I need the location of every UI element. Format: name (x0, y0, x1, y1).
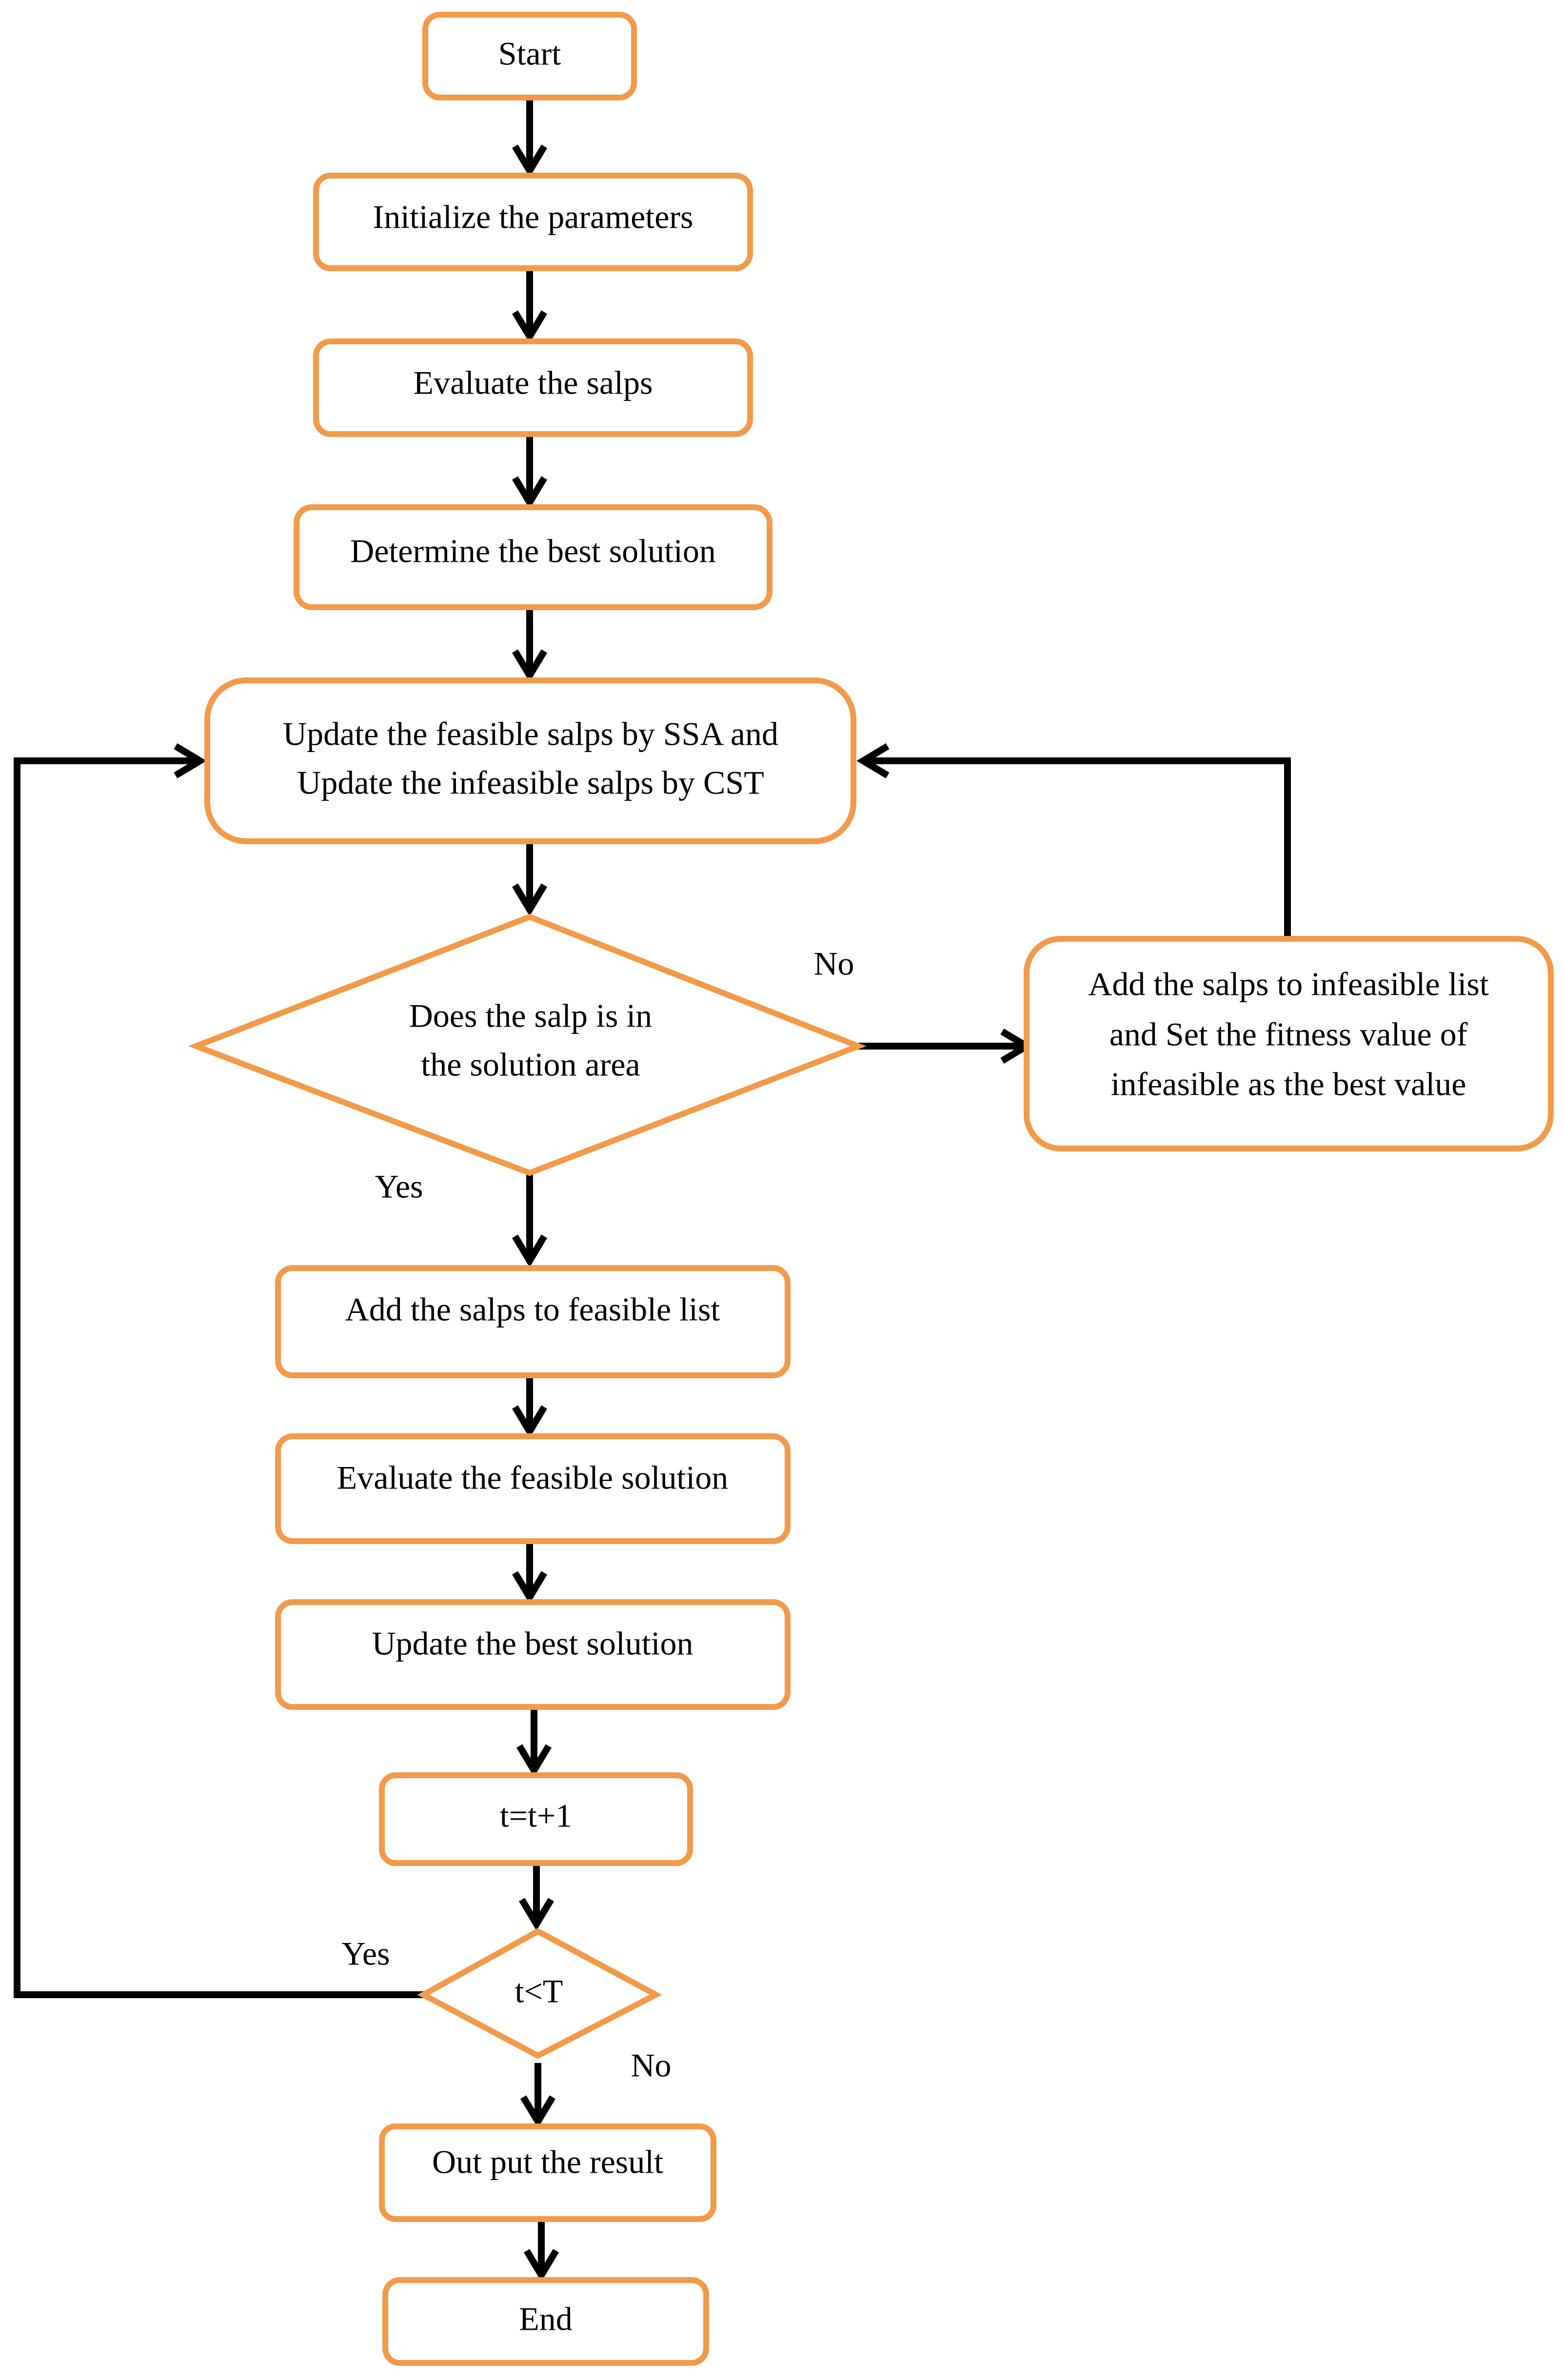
arrowhead-determine (512, 476, 548, 509)
arrowhead-loopcheck (518, 1898, 554, 1931)
arrowhead-end (523, 2249, 559, 2282)
arrowhead-init (512, 144, 548, 178)
update-label-line1: Update the feasible salps by SSA and (283, 715, 778, 753)
connector-loopcheck-update (14, 757, 423, 1998)
arrowhead-update (512, 649, 548, 682)
increment-node: t=t+1 (379, 1772, 693, 1866)
infeasible-label-line2: and Set the fitness value of (1109, 1016, 1468, 1053)
connectors (14, 100, 1291, 2275)
evaluate-salps-label: Evaluate the salps (414, 364, 653, 401)
infeasible-label-line3: infeasible as the best value (1111, 1066, 1466, 1103)
connector-infeasible-update (863, 757, 1291, 939)
arrowhead-output (520, 2095, 556, 2128)
determine-best-label: Determine the best solution (350, 533, 716, 570)
output-label: Out put the result (432, 2143, 663, 2181)
start-label: Start (498, 35, 561, 72)
arrowhead-increment (516, 1744, 552, 1777)
add-feasible-node: Add the salps to feasible list (275, 1265, 791, 1378)
decision-node: Does the salp is in the solution area (188, 913, 867, 1176)
update-best-label: Update the best solution (372, 1625, 693, 1662)
loop-check-label: t<T (515, 1973, 563, 2010)
infeasible-node: Add the salps to infeasible list and Set… (1024, 936, 1554, 1151)
evaluate-feasible-node: Evaluate the feasible solution (275, 1433, 791, 1544)
decision-no-label: No (813, 945, 854, 982)
update-best-node: Update the best solution (275, 1599, 791, 1710)
end-label: End (519, 2301, 573, 2338)
evaluate-feasible-label: Evaluate the feasible solution (337, 1459, 729, 1496)
decision-label-line2: the solution area (421, 1046, 640, 1083)
decision-yes-label: Yes (375, 1168, 423, 1205)
arrowheads (174, 144, 1033, 2282)
loop-no-label: No (631, 2047, 671, 2084)
init-label: Initialize the parameters (373, 198, 693, 236)
arrowhead-decision (512, 883, 548, 916)
arrowhead-updatebest (512, 1571, 548, 1604)
init-node: Initialize the parameters (313, 173, 753, 271)
end-node: End (382, 2277, 709, 2366)
arrowhead-update-right (856, 743, 890, 779)
evaluate-salps-node: Evaluate the salps (313, 338, 753, 437)
update-node: Update the feasible salps by SSA and Upd… (204, 677, 856, 844)
arrowhead-update-left (174, 743, 207, 779)
decision-label-line1: Does the salp is in (409, 997, 653, 1034)
arrowhead-evaluate (512, 310, 548, 343)
loop-check-node: t<T (417, 1928, 662, 2059)
arrowhead-feasible (512, 1234, 548, 1268)
update-label-line2: Update the infeasible salps by CST (297, 764, 764, 801)
determine-best-node: Determine the best solution (294, 504, 772, 610)
add-feasible-label: Add the salps to feasible list (345, 1291, 720, 1328)
increment-label: t=t+1 (500, 1797, 572, 1834)
output-node: Out put the result (379, 2123, 716, 2222)
start-node: Start (422, 12, 637, 100)
loop-yes-label: Yes (342, 1935, 390, 1972)
arrowhead-evalfeasible (512, 1405, 548, 1438)
infeasible-label-line1: Add the salps to infeasible list (1088, 966, 1489, 1003)
